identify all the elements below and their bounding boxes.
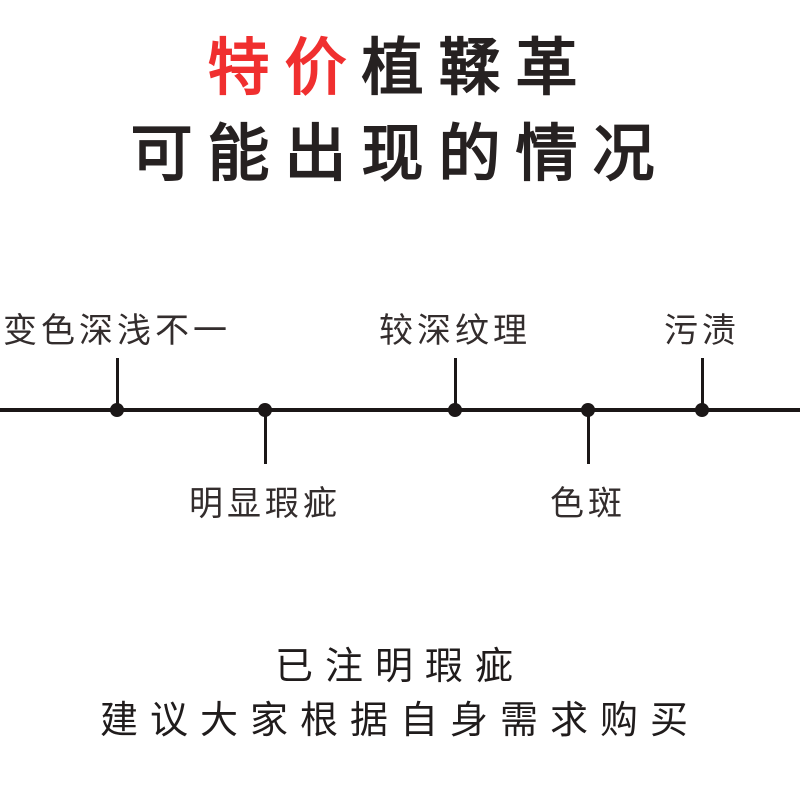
tick-label: 较深纹理 [379, 312, 531, 350]
tick-label: 变色深浅不一 [3, 312, 231, 350]
tick-label: 色斑 [550, 485, 626, 523]
page-title: 特价植鞣革 可能出现的情况 [0, 26, 800, 198]
tick-dot [448, 403, 462, 417]
title-line-1: 特价植鞣革 [0, 26, 800, 112]
tick-connector [700, 358, 704, 410]
tick-label: 污渍 [664, 312, 740, 350]
tick-connector [115, 358, 119, 410]
tick-dot [110, 403, 124, 417]
tick-connector [263, 412, 267, 464]
tick-connector [453, 358, 457, 410]
tick-connector [586, 412, 590, 464]
purchase-note: 已注明瑕疵 建议大家根据自身需求购买 [0, 640, 800, 748]
note-line-1: 已注明瑕疵 [274, 646, 525, 688]
title-rest: 植鞣革 [361, 34, 593, 103]
tick-dot [695, 403, 709, 417]
title-highlight: 特价 [207, 34, 362, 103]
note-line-2: 建议大家根据自身需求购买 [99, 700, 700, 742]
tick-label: 明显瑕疵 [189, 485, 341, 523]
timeline-axis [0, 408, 800, 412]
tick-dot [258, 403, 272, 417]
title-line-2: 可能出现的情况 [130, 120, 670, 189]
tick-dot [581, 403, 595, 417]
